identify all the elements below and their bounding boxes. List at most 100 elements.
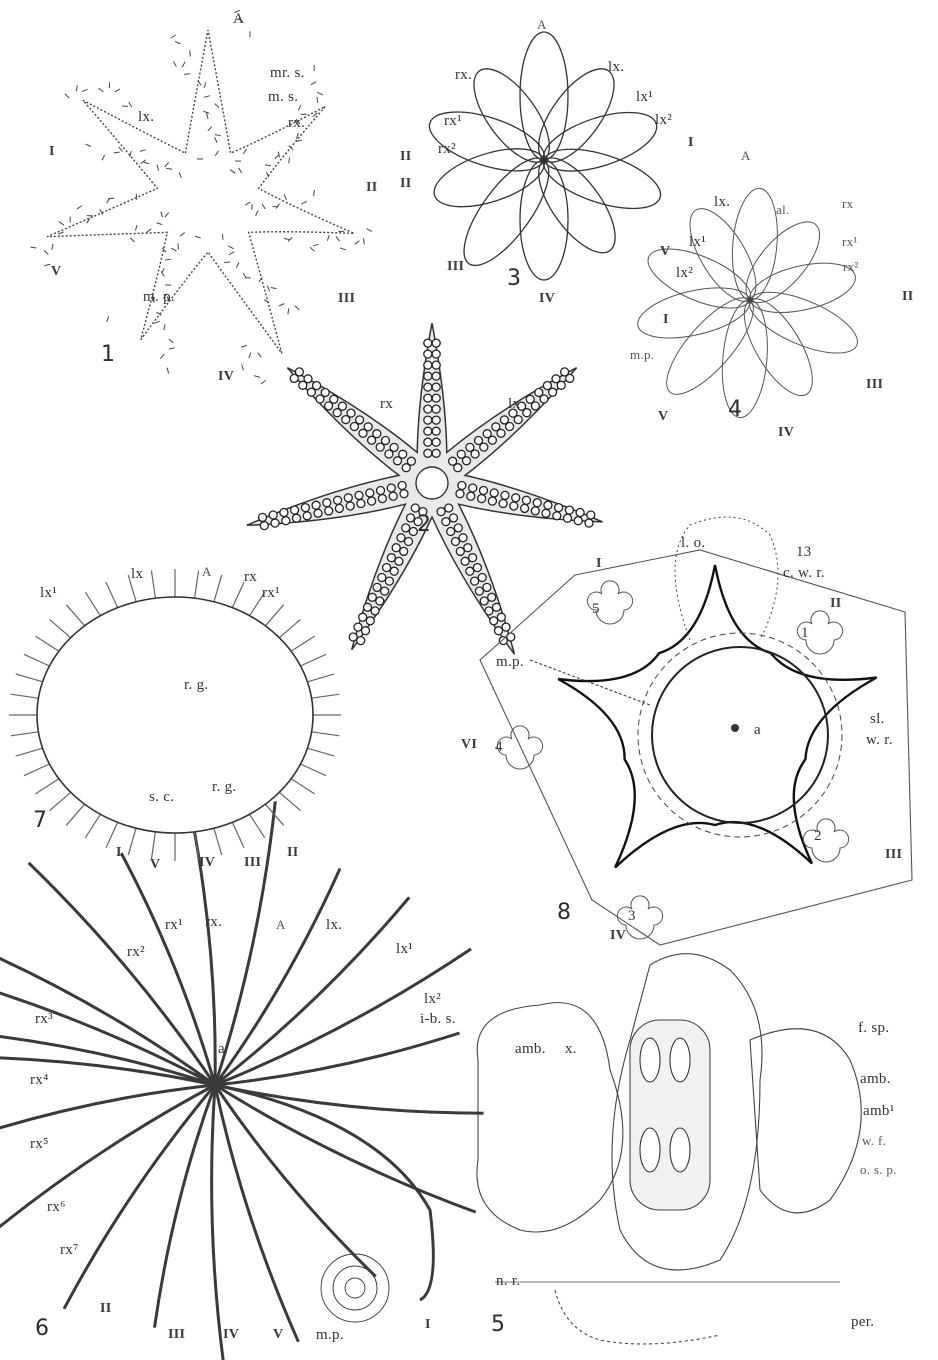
fig1-spine xyxy=(169,339,173,343)
fig8-label: 3 xyxy=(628,909,636,924)
fig1-body-outline xyxy=(47,30,354,353)
fig3-petal xyxy=(525,146,630,265)
fig1-spine xyxy=(271,287,277,288)
fig1-spine xyxy=(215,137,217,142)
fig8-label: II xyxy=(830,597,842,611)
fig2-tube-foot xyxy=(521,504,529,512)
fig4-label: A xyxy=(741,149,751,162)
fig6-label: rx. xyxy=(205,915,222,930)
fig7-spine xyxy=(250,814,265,838)
fig1-label: V xyxy=(51,265,61,279)
fig1-spine xyxy=(301,201,306,203)
fig5-section-drawing xyxy=(477,954,861,1344)
fig1-spine xyxy=(242,364,244,370)
fig2-tube-foot xyxy=(493,603,501,611)
fig8-label: m.p. xyxy=(496,655,524,670)
fig7-label: I xyxy=(116,846,122,860)
fig2-tube-foot xyxy=(407,514,415,522)
fig1-spine xyxy=(241,346,247,347)
fig1-starfish-drawing xyxy=(30,10,372,384)
fig7-label: III xyxy=(244,856,261,870)
fig4-label: rx xyxy=(842,197,853,210)
fig6-rod xyxy=(29,863,215,1085)
fig2-tube-foot xyxy=(549,388,557,396)
fig2-tube-foot xyxy=(259,513,267,521)
fig2-tube-foot xyxy=(469,554,477,562)
fig2-tube-foot xyxy=(312,501,320,509)
fig1-spine xyxy=(313,244,319,246)
fig1-spine xyxy=(107,198,110,203)
fig2-tube-foot xyxy=(497,613,505,621)
fig5-plate xyxy=(640,1038,660,1082)
fig1-spine xyxy=(59,222,64,225)
fig2-starfish-drawing xyxy=(247,323,603,654)
fig2-tube-foot xyxy=(471,577,479,585)
fig5-label: amb¹ xyxy=(863,1104,895,1119)
fig2-tube-foot xyxy=(381,587,389,595)
fig5-plate xyxy=(670,1128,690,1172)
fig2-tube-foot xyxy=(335,504,343,512)
fig5-plate xyxy=(670,1038,690,1082)
fig7-spine xyxy=(307,674,334,682)
fig1-spine xyxy=(222,234,223,240)
fig7-spine xyxy=(301,654,327,666)
fig1-spine xyxy=(228,246,233,249)
fig1-label: A xyxy=(233,12,244,27)
fig2-tube-foot xyxy=(387,484,395,492)
fig1-spine xyxy=(278,152,279,158)
fig2-tube-foot xyxy=(325,507,333,515)
fig8-label: w. r. xyxy=(866,733,893,748)
fig5-label: f. sp. xyxy=(858,1021,889,1036)
fig7-spine xyxy=(24,654,50,666)
fig2-tube-foot xyxy=(478,495,486,503)
fig1-spine xyxy=(171,35,176,38)
fig2-tube-foot xyxy=(488,593,496,601)
fig1-label: IV xyxy=(218,370,234,384)
fig5-label: w. f. xyxy=(862,1134,886,1147)
fig6-label: rx³ xyxy=(35,1012,53,1027)
fig5-plate xyxy=(640,1128,660,1172)
fig7-spine xyxy=(291,636,315,651)
fig2-tube-foot xyxy=(480,597,488,605)
fig1-spine xyxy=(288,308,289,314)
fig2-tube-foot xyxy=(445,504,453,512)
fig4-number: 4 xyxy=(728,399,742,421)
fig7-spine xyxy=(50,619,71,637)
fig3-label: rx¹ xyxy=(444,114,462,129)
fig7-spine xyxy=(214,575,222,602)
fig2-tube-foot xyxy=(424,427,432,435)
fig1-spine xyxy=(284,239,290,240)
fig2-tube-foot xyxy=(464,544,472,552)
fig3-label: III xyxy=(447,260,464,274)
fig6-label: rx⁵ xyxy=(30,1137,49,1152)
fig1-spine xyxy=(154,321,160,323)
fig1-spine xyxy=(215,104,220,108)
fig8-label: 2 xyxy=(814,829,822,844)
fig5-label: amb. xyxy=(515,1042,546,1057)
fig2-tube-foot xyxy=(501,491,509,499)
fig7-spine xyxy=(50,792,71,810)
fig7-label: r. g. xyxy=(184,678,208,693)
fig7-spine xyxy=(151,571,155,599)
fig7-spine xyxy=(11,694,39,698)
fig6-label: A xyxy=(276,918,286,931)
fig2-tube-foot xyxy=(540,395,548,403)
fig1-spine xyxy=(284,194,286,200)
fig4-label: V xyxy=(658,410,668,424)
fig1-spine xyxy=(115,89,120,92)
fig8-label: 4 xyxy=(495,740,503,755)
fig7-spine xyxy=(312,732,340,736)
fig1-spine xyxy=(261,380,266,384)
fig1-spine xyxy=(256,211,258,216)
fig6-label: rx⁴ xyxy=(30,1073,49,1088)
fig1-spine xyxy=(203,111,209,113)
fig2-tube-foot xyxy=(488,436,496,444)
fig2-tube-foot xyxy=(390,443,398,451)
fig5-label: x. xyxy=(565,1042,577,1057)
fig1-spine xyxy=(355,241,360,245)
fig6-rod xyxy=(215,1033,460,1085)
fig3-number: 3 xyxy=(507,268,521,290)
fig6-rod xyxy=(0,950,215,1085)
fig7-spine xyxy=(232,582,244,608)
